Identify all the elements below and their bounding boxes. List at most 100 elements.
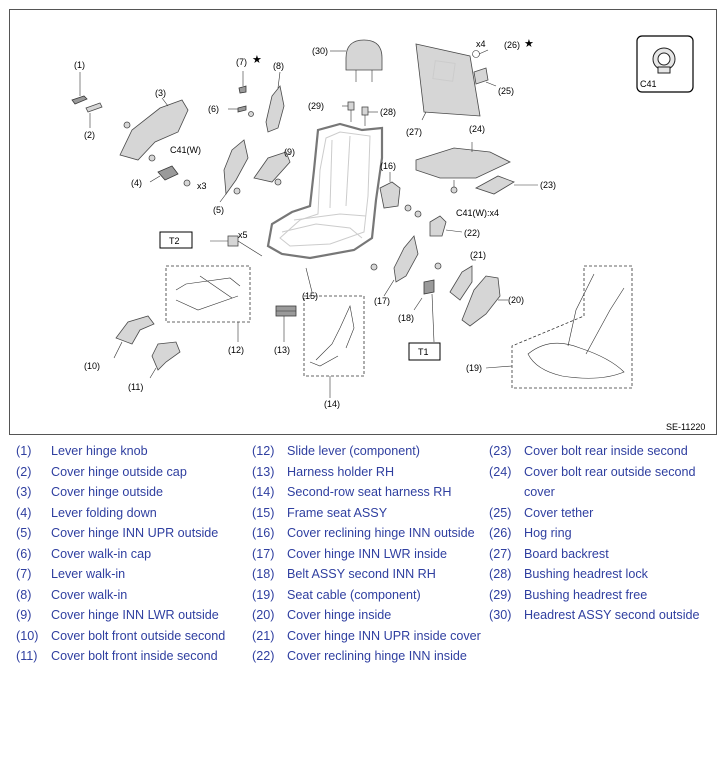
legend-item-name: Cover bolt rear inside second — [524, 444, 688, 458]
part-3-cover-hinge-outside — [119, 97, 189, 162]
legend-item-name: Cover bolt front inside second — [51, 649, 218, 663]
legend-item-name: Bushing headrest free — [524, 587, 648, 602]
legend-item-number: (12) — [252, 444, 275, 458]
legend-item-number: (23) — [489, 444, 512, 458]
part-1-lever-hinge-knob — [71, 72, 88, 105]
part-30-headrest — [330, 39, 383, 82]
legend-item: (30) Headrest ASSY second outside — [489, 605, 725, 626]
callout-6: (6) — [208, 104, 219, 114]
callout-19: (19) — [466, 363, 482, 373]
callout-5: (5) — [213, 205, 224, 215]
legend-item-name: Cover reclining hinge INN inside — [287, 649, 467, 663]
callout-25: (25) — [498, 86, 514, 96]
part-19-seat-cable — [485, 265, 633, 389]
legend-item-name: Hog ring — [524, 526, 572, 540]
tag-t2-text: T2 — [169, 236, 180, 246]
part-29-28-bushings — [342, 101, 378, 126]
legend-item: (23) Cover bolt rear inside second — [489, 441, 725, 462]
part-5-cover-hinge-inn-upr-outside — [219, 139, 249, 203]
part-11-cover-bolt-front-inside-second — [149, 341, 181, 379]
legend-item: (10)Cover bolt front outside second — [16, 626, 246, 647]
part-17-cover-hinge-inn-lwr-inside — [370, 235, 419, 297]
legend-item: (8)Cover walk-in — [16, 585, 246, 606]
legend-item-name: Slide lever (component) — [287, 444, 420, 458]
legend-item: (20)Cover hinge inside — [252, 605, 488, 626]
callout-15: (15) — [302, 291, 318, 301]
callout-11: (11) — [128, 382, 143, 392]
tag-x3: x3 — [197, 181, 207, 191]
part-7-lever-walk-in — [238, 71, 247, 94]
legend-item-name: Cover hinge INN LWR outside — [51, 608, 219, 622]
legend-item-name: Cover walk-in — [51, 587, 128, 602]
legend-item: (19)Seat cable (component) — [252, 585, 488, 606]
legend-item: (4)Lever folding down — [16, 503, 246, 524]
tag-t1-text: T1 — [418, 347, 429, 357]
part-20-cover-hinge-inside — [461, 275, 508, 327]
star-mark-7: ★ — [252, 54, 262, 66]
legend-item-number: (21) — [252, 628, 275, 643]
legend-item-number: (30) — [489, 608, 512, 622]
legend-item-number: (27) — [489, 546, 512, 561]
legend-item: (17) Cover hinge INN LWR inside — [252, 544, 488, 565]
legend-item-name: Lever hinge knob — [51, 444, 148, 458]
legend-item-number: (5) — [16, 526, 32, 540]
legend-item-number: (24) — [489, 464, 512, 479]
legend-item: (7)Lever walk-in — [16, 564, 246, 585]
callout-2: (2) — [84, 130, 95, 140]
legend-item-name: Cover bolt front outside second — [51, 628, 226, 643]
legend-item-name: Lever folding down — [51, 505, 157, 520]
part-22-cover-reclining-hinge-inn-inside — [414, 210, 463, 237]
callout-27: (27) — [406, 127, 422, 137]
callout-22: (22) — [464, 228, 480, 238]
legend-item: (26)Hog ring — [489, 523, 725, 544]
legend-item: (3)Cover hinge outside — [16, 482, 246, 503]
legend-item-name: Cover hinge outside cap — [51, 464, 187, 479]
legend-item-name: Cover hinge inside — [287, 608, 392, 622]
legend-item-name: Cover hinge INN LWR inside — [287, 546, 448, 561]
legend-item-name: Bushing headrest lock — [524, 567, 648, 581]
legend-item: (12) Slide lever (component) — [252, 441, 488, 462]
legend-item-name: Frame seat ASSY — [287, 505, 388, 520]
callout-29: (29) — [308, 101, 324, 111]
callout-10: (10) — [84, 361, 100, 371]
legend-item-number: (6) — [16, 546, 32, 561]
callout-13: (13) — [274, 345, 290, 355]
tag-c41: C41 — [640, 79, 657, 89]
tag-x4: x4 — [476, 39, 486, 49]
part-8-cover-walk-in — [265, 71, 285, 133]
part-15-frame-seat-assy — [266, 122, 384, 293]
legend-item-number: (18) — [252, 567, 275, 581]
legend-item: (13)Harness holder RH — [252, 462, 488, 483]
bolt-group-t2 — [210, 235, 263, 257]
legend-item-number: (17) — [252, 546, 275, 561]
part-4-lever-folding-down — [149, 165, 191, 187]
legend-item-name: Cover bolt rear outside second cover — [524, 464, 696, 500]
legend-item-name: Belt ASSY second INN RH — [287, 567, 436, 581]
legend-item-number: (1) — [16, 444, 32, 458]
legend-item: (15)Frame seat ASSY — [252, 503, 488, 524]
legend-item-name: Cover hinge INN UPR outside — [51, 526, 219, 540]
part-10-cover-bolt-front-outside-second — [113, 315, 155, 359]
callout-18: (18) — [398, 313, 414, 323]
tag-c41w-x4: C41(W):x4 — [456, 208, 499, 218]
legend-item-name: Cover walk-in cap — [51, 546, 152, 561]
legend-item-number: (16) — [252, 526, 275, 540]
legend-item-number: (2) — [16, 464, 32, 479]
legend-item: (21) Cover hinge INN UPR inside cover — [252, 626, 488, 647]
callout-28: (28) — [380, 107, 396, 117]
legend-item-number: (25) — [489, 505, 512, 520]
callout-4: (4) — [131, 178, 142, 188]
part-26-hog-ring — [472, 49, 489, 58]
legend-item-name: Headrest ASSY second outside — [524, 608, 700, 622]
legend-item: (25)Cover tether — [489, 503, 725, 524]
legend-item: (24) Cover bolt rear outside second cover — [489, 462, 725, 503]
callout-12: (12) — [228, 345, 244, 355]
legend-item-name: Lever walk-in — [51, 567, 126, 581]
legend-item-number: (28) — [489, 567, 512, 581]
callout-labels: (1) (2) (3) (4) (5) (6) (7) (8) (9) (10)… — [74, 40, 556, 409]
legend-item-number: (11) — [16, 649, 38, 663]
legend-item: (29)Bushing headrest free — [489, 585, 725, 606]
callout-1: (1) — [74, 60, 85, 70]
legend-item: (22)Cover reclining hinge INN inside — [252, 646, 488, 667]
legend-item-name: Cover hinge INN UPR inside cover — [287, 628, 481, 643]
